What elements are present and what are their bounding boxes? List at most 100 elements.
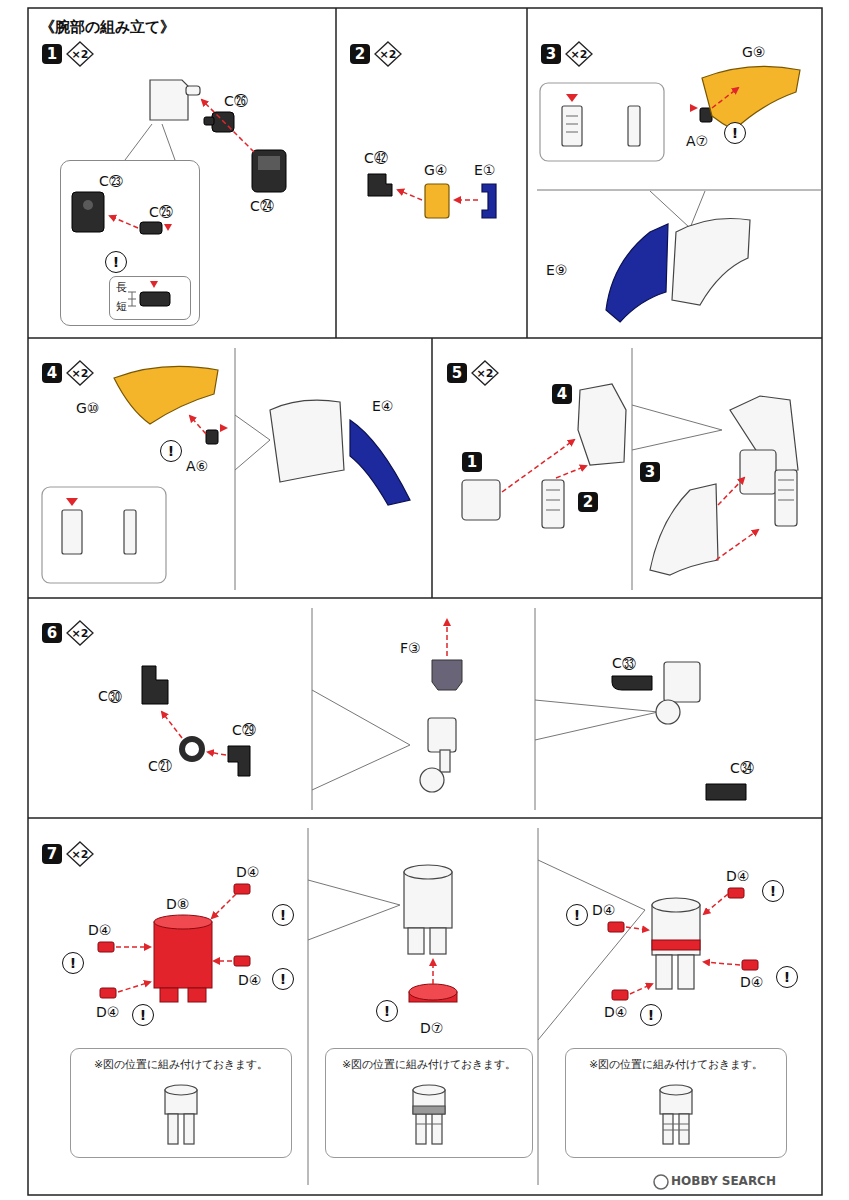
part-label: D④	[238, 972, 261, 988]
diamond-outline	[67, 42, 93, 66]
diamond-outline	[375, 42, 401, 66]
caution-mark: !	[62, 952, 84, 974]
quantity-text: ×2	[72, 627, 89, 640]
white-part	[650, 484, 718, 575]
caution-mark: !	[762, 880, 784, 902]
part-label: E④	[372, 398, 393, 414]
red-marker	[164, 224, 172, 231]
caution-text: !	[280, 907, 286, 923]
caution-text: !	[732, 125, 738, 141]
step-number: 4	[47, 364, 57, 382]
step-badge: 5	[447, 363, 467, 383]
part-label: E①	[474, 162, 495, 178]
zoom-line	[538, 860, 645, 1040]
grey-part	[413, 1106, 445, 1114]
white-part	[62, 80, 798, 1144]
assembly-arrow	[162, 712, 182, 738]
assembly-arrow	[110, 216, 138, 228]
white-part	[124, 510, 136, 554]
zoom-line	[650, 191, 705, 228]
zoom-line	[125, 124, 175, 160]
assembly-arrow	[446, 620, 448, 656]
step-badge: 2	[350, 44, 370, 64]
part-label: 長	[116, 280, 127, 295]
black-part	[182, 739, 202, 759]
assembly-arrow	[626, 927, 648, 930]
white-part	[62, 510, 82, 554]
red-part	[188, 988, 206, 1002]
part-detail	[566, 116, 578, 132]
part-label: G⑩	[76, 400, 99, 416]
step-badge: 4	[42, 363, 62, 383]
assembly-arrow	[190, 416, 206, 434]
white-part	[775, 470, 797, 526]
step-badge: 3	[640, 462, 660, 482]
step-badge: 6	[42, 623, 62, 643]
part-label: D④	[96, 1004, 119, 1020]
caution-text: !	[784, 969, 790, 985]
part-label: D④	[604, 1004, 627, 1020]
part-label: C㉕	[149, 204, 173, 220]
blue-part	[606, 224, 668, 322]
panel-frame	[335, 8, 337, 338]
diamond-outline	[67, 621, 93, 645]
quantity-text: ×2	[72, 48, 89, 61]
white-part	[679, 1114, 689, 1144]
part-label: A⑥	[186, 458, 208, 474]
watermark: HOBBY SEARCH	[671, 1174, 776, 1188]
zoom-line	[235, 348, 236, 590]
assembly-arrow	[110, 88, 758, 994]
step-number: 5	[452, 364, 462, 382]
step-number: 3	[645, 463, 655, 481]
step-badge: 2	[578, 492, 598, 512]
quantity-diamond: ×2	[66, 360, 94, 386]
red-part	[612, 990, 628, 1000]
black-part	[72, 192, 104, 232]
part-label: C㉖	[224, 93, 248, 109]
quantity-diamond: ×2	[471, 360, 499, 386]
diamond-outline	[67, 842, 93, 866]
step-number: 4	[557, 385, 567, 403]
part-detail	[128, 292, 136, 306]
grey-part	[413, 1106, 445, 1114]
assembly-arrow	[712, 88, 738, 108]
red-part	[234, 956, 250, 966]
part-label: C㉓	[99, 173, 123, 189]
caution-mark: !	[160, 440, 182, 462]
inset-frame	[540, 83, 664, 161]
white-part	[186, 86, 200, 95]
red-part	[98, 942, 114, 952]
step-badge: 1	[462, 452, 482, 472]
assembly-arrow	[432, 960, 434, 984]
panel-frame	[28, 8, 822, 1195]
black-part	[182, 739, 202, 759]
white-part	[413, 1085, 445, 1095]
caution-text: !	[648, 1007, 654, 1023]
red-marker	[66, 94, 698, 506]
zoom-line	[125, 124, 822, 1185]
zoom-line	[537, 190, 822, 191]
part-label: C㉑	[148, 758, 172, 774]
red-part	[608, 922, 624, 932]
red-marker	[690, 104, 698, 112]
diamond-outline	[566, 42, 592, 66]
caution-text: !	[574, 907, 580, 923]
red-part	[154, 922, 212, 988]
part-label: C㉞	[730, 760, 754, 776]
step-number: 3	[546, 45, 556, 63]
part-label: E⑨	[546, 262, 567, 278]
part-label: D④	[726, 868, 749, 884]
step-number: 7	[47, 845, 57, 863]
note-box: ※図の位置に組み付けておきます。	[325, 1048, 533, 1158]
caution-mark: !	[272, 904, 294, 926]
caution-text: !	[384, 1003, 390, 1019]
black-part	[142, 666, 168, 704]
red-part	[160, 988, 178, 1002]
inset-box: 長短	[109, 276, 191, 320]
assembly-arrow	[556, 466, 586, 478]
caution-mark: !	[132, 1004, 154, 1026]
red-part	[154, 915, 212, 929]
part-label: D⑧	[166, 896, 189, 912]
yellow-part	[114, 66, 800, 424]
